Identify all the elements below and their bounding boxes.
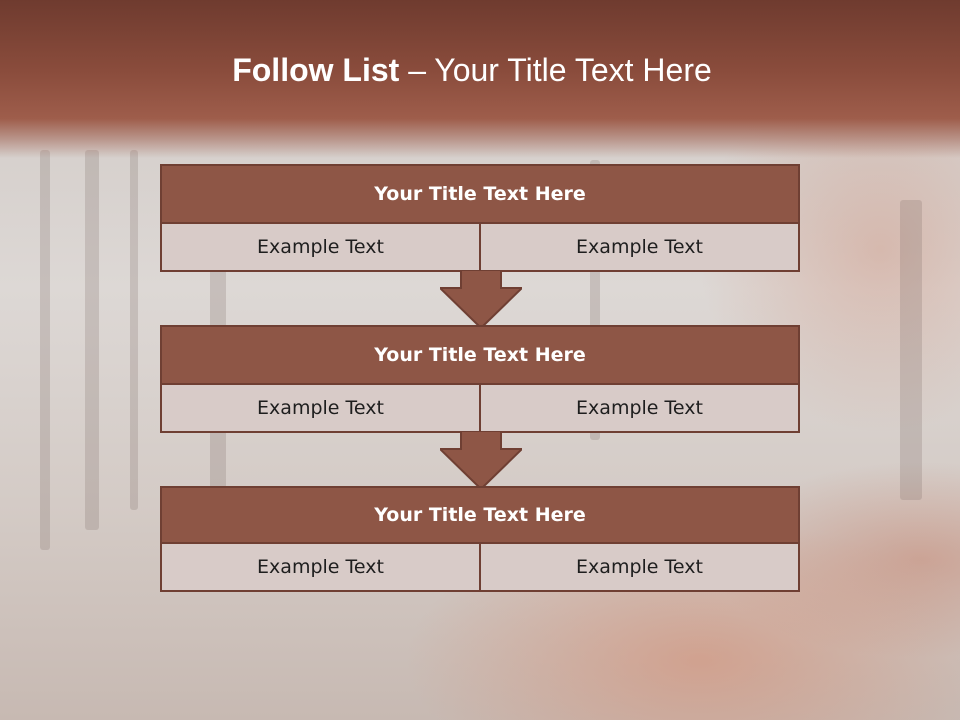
block-cell-right: Example Text (479, 224, 798, 270)
slide-title-rest: – Your Title Text Here (399, 52, 712, 88)
block-title: Your Title Text Here (162, 327, 798, 385)
block-cell-left: Example Text (162, 544, 479, 590)
block-cell-left: Example Text (162, 385, 479, 431)
block-cell-right: Example Text (479, 385, 798, 431)
down-arrow-icon (440, 270, 522, 330)
list-block-2: Your Title Text Here Example Text Exampl… (160, 325, 800, 433)
down-arrow-icon (440, 431, 522, 491)
block-cell-left: Example Text (162, 224, 479, 270)
block-row: Example Text Example Text (162, 385, 798, 431)
block-cell-right: Example Text (479, 544, 798, 590)
block-row: Example Text Example Text (162, 544, 798, 590)
slide-title: Follow List – Your Title Text Here (0, 52, 960, 89)
block-title: Your Title Text Here (162, 488, 798, 544)
list-block-3: Your Title Text Here Example Text Exampl… (160, 486, 800, 592)
block-title: Your Title Text Here (162, 166, 798, 224)
list-block-1: Your Title Text Here Example Text Exampl… (160, 164, 800, 272)
block-row: Example Text Example Text (162, 224, 798, 270)
slide-title-bold: Follow List (232, 52, 400, 88)
title-banner (0, 0, 960, 158)
